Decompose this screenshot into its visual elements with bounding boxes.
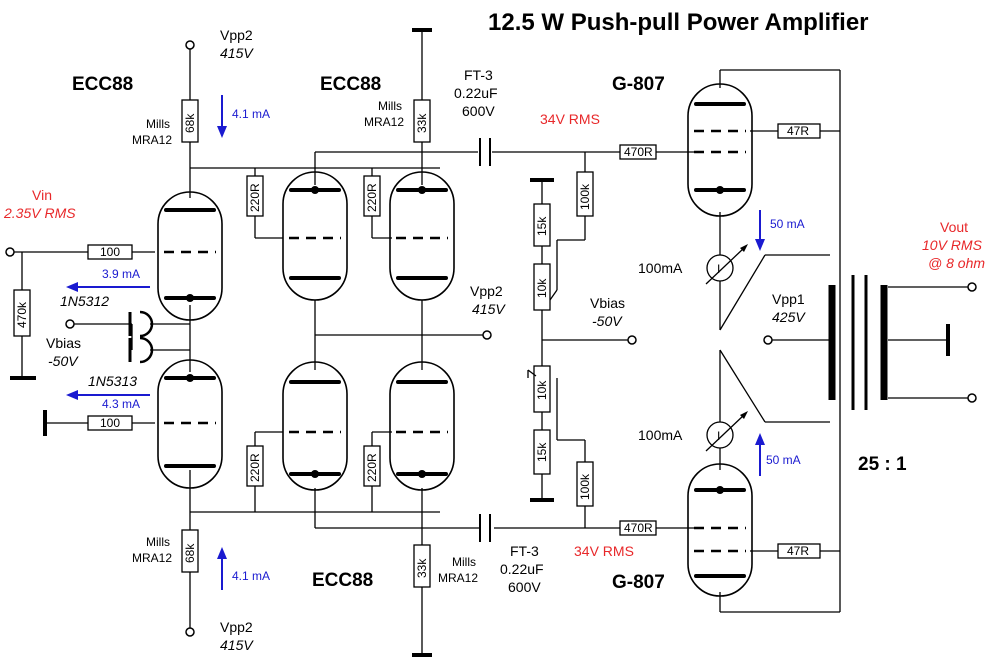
current-43-label: 4.3 mA <box>102 397 140 411</box>
current-bottom-label: 4.1 mA <box>232 569 270 583</box>
load-bottom-left-brand: Mills <box>146 535 170 549</box>
vout-value: 10V RMS <box>922 237 983 253</box>
vpp2-bottom-label: Vpp2 <box>220 619 253 635</box>
current-arrows <box>66 95 765 590</box>
meter-top-label: 100mA <box>638 260 683 276</box>
vbias-left-value: -50V <box>48 353 79 369</box>
r220r-3: 220R <box>248 453 262 482</box>
r68k-top: 68k <box>183 113 197 133</box>
vbias-left-label: Vbias <box>46 335 81 351</box>
current-39-label: 3.9 mA <box>102 267 140 281</box>
vin-label: Vin <box>32 187 52 203</box>
meter-top-symbol: I <box>717 262 720 276</box>
vin-value: 2.35V RMS <box>3 205 76 221</box>
r15k-top: 15k <box>535 216 549 236</box>
vout-load: @ 8 ohm <box>928 255 985 271</box>
coupling-capacitors <box>479 138 491 542</box>
tube-label-ecc88-left: ECC88 <box>72 74 133 95</box>
cap-top-value: 0.22uF <box>454 85 498 101</box>
r100k-bottom: 100k <box>578 473 592 500</box>
ground-bars <box>10 28 950 657</box>
vpp2-top-label: Vpp2 <box>220 27 253 43</box>
r10k-top: 10k <box>535 278 549 298</box>
cap-bottom-type: FT-3 <box>510 543 539 559</box>
tube-label-g807-top: G-807 <box>612 74 665 95</box>
vout-label: Vout <box>940 219 968 235</box>
current-top-label: 4.1 mA <box>232 107 270 121</box>
load-top-left-model: MRA12 <box>132 133 172 147</box>
ratio-label: 25 : 1 <box>858 454 907 475</box>
tube-label-ecc88-mid: ECC88 <box>320 74 381 95</box>
vpp2-mid-label: Vpp2 <box>470 283 503 299</box>
resistors <box>13 99 821 588</box>
terminals <box>5 40 977 637</box>
r220r-4: 220R <box>365 453 379 482</box>
r470r-top: 470R <box>624 145 653 159</box>
vpp2-mid-value: 415V <box>472 301 506 317</box>
output-transformer <box>828 275 888 410</box>
triode-left-top <box>157 191 223 321</box>
r220r-1: 220R <box>248 183 262 212</box>
vpp1-label: Vpp1 <box>772 291 805 307</box>
r33k-bottom: 33k <box>415 558 429 578</box>
r47r-bottom: 47R <box>787 544 809 558</box>
r100-bottom: 100 <box>100 416 120 430</box>
vpp1-value: 425V <box>772 309 806 325</box>
rms-bottom-label: 34V RMS <box>574 543 634 559</box>
load-top-mid-brand: Mills <box>378 99 402 113</box>
triode-mid-a-top <box>282 171 348 301</box>
cap-bottom-voltage: 600V <box>508 579 541 595</box>
current-50-bottom-label: 50 mA <box>766 453 801 467</box>
diagram-title: 12.5 W Push-pull Power Amplifier <box>488 9 869 36</box>
r47r-top: 47R <box>787 124 809 138</box>
meter-bottom-symbol: I <box>717 429 720 443</box>
bias-diodes <box>128 310 154 364</box>
tube-label-g807-bottom: G-807 <box>612 572 665 593</box>
r220r-2: 220R <box>365 183 379 212</box>
pentode-top <box>687 83 753 217</box>
load-bottom-mid-brand: Mills <box>452 555 476 569</box>
triode-left-bottom <box>157 359 223 489</box>
load-bottom-mid-model: MRA12 <box>438 571 478 585</box>
cap-top-type: FT-3 <box>464 67 493 83</box>
rms-top-label: 34V RMS <box>540 111 600 127</box>
tube-label-ecc88-bottom: ECC88 <box>312 570 373 591</box>
triode-mid-a-bottom <box>282 361 348 491</box>
meter-bottom-label: 100mA <box>638 427 683 443</box>
load-top-left-brand: Mills <box>146 117 170 131</box>
r68k-bottom: 68k <box>183 543 197 563</box>
current-50-top-label: 50 mA <box>770 217 805 231</box>
cap-bottom-value: 0.22uF <box>500 561 544 577</box>
diode-1-label: 1N5312 <box>60 293 109 309</box>
cap-top-voltage: 600V <box>462 103 495 119</box>
r470k: 470k <box>15 301 29 328</box>
triode-mid-b-top <box>389 171 455 301</box>
pentode-bottom <box>687 463 753 597</box>
r100-top: 100 <box>100 245 120 259</box>
r100k-top: 100k <box>578 183 592 210</box>
r15k-bottom: 15k <box>535 442 549 462</box>
vbias-mid-value: -50V <box>592 313 623 329</box>
r10k-bottom: 10k <box>535 380 549 400</box>
r33k-top: 33k <box>415 113 429 133</box>
triode-mid-b-bottom <box>389 361 455 491</box>
vbias-mid-label: Vbias <box>590 295 625 311</box>
load-bottom-left-model: MRA12 <box>132 551 172 565</box>
vpp2-top-value: 415V <box>220 45 254 61</box>
load-top-mid-model: MRA12 <box>364 115 404 129</box>
anode-meters <box>705 244 748 452</box>
diode-2-label: 1N5313 <box>88 373 137 389</box>
vpp2-bottom-value: 415V <box>220 637 254 653</box>
r470r-bottom: 470R <box>624 521 653 535</box>
